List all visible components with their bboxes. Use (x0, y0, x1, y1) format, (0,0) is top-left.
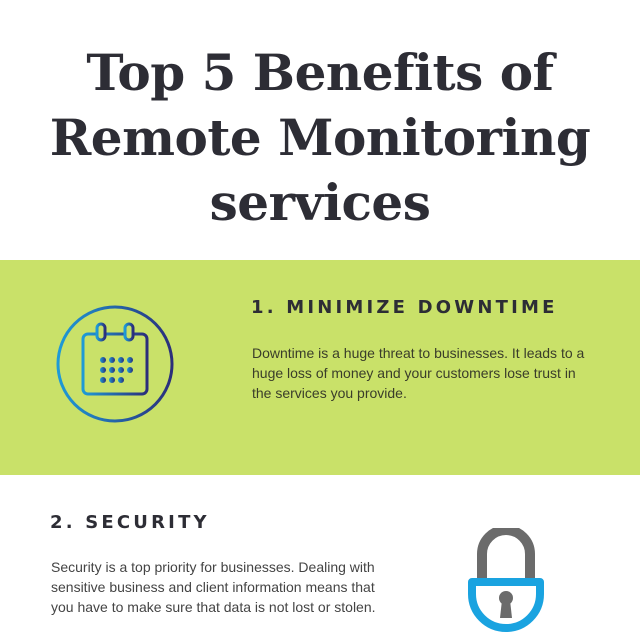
calendar-icon (56, 305, 174, 423)
title-line-1: Top 5 Benefits of (86, 43, 554, 102)
section-1-band (0, 260, 640, 475)
title-line-3: services (209, 173, 431, 232)
section-2-body: Security is a top priority for businesse… (51, 559, 376, 615)
title-line-2: Remote Monitoring (49, 108, 591, 167)
section-2-heading: 2. SECURITY (50, 512, 210, 533)
section-1-body: Downtime is a huge threat to businesses.… (252, 345, 585, 401)
page-title: Top 5 Benefits of Remote Monitoring serv… (0, 40, 640, 235)
padlock-icon (468, 528, 544, 632)
section-1-heading: 1. MINIMIZE DOWNTIME (251, 297, 558, 318)
